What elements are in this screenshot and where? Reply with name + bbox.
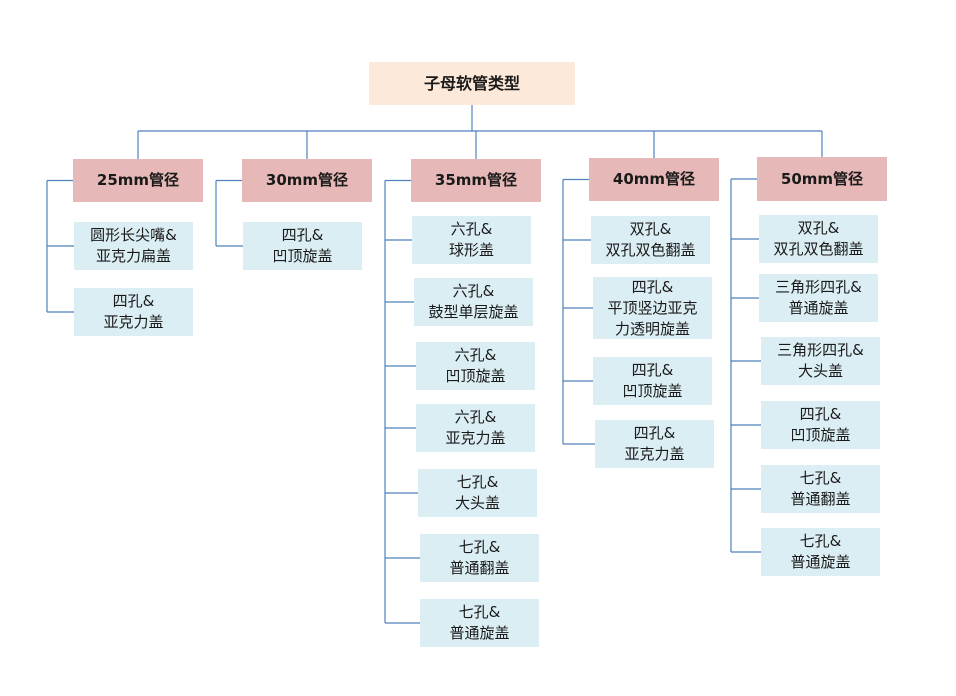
category-label: 40mm管径	[612, 170, 696, 188]
leaf-label-line: 凹顶旋盖	[445, 367, 506, 385]
category-label: 50mm管径	[780, 169, 864, 188]
leaf-label-line: 六孔&	[452, 282, 495, 300]
leaf-label-line: 力透明旋盖	[614, 319, 690, 338]
leaf-label-line: 普通旋盖	[790, 553, 851, 571]
leaf-label-line: 七孔&	[799, 469, 842, 487]
leaf-label-line: 普通旋盖	[449, 624, 510, 642]
leaf-node: 四孔&亚克力盖	[74, 288, 193, 336]
leaf-label-line: 凹顶旋盖	[272, 247, 333, 265]
leaf-node: 四孔&平顶竖边亚克力透明旋盖	[593, 277, 712, 339]
category-node: 50mm管径	[757, 157, 887, 201]
leaf-node: 七孔&大头盖	[418, 469, 537, 517]
leaf-node: 六孔&球形盖	[412, 216, 531, 264]
leaf-node: 四孔&亚克力盖	[595, 420, 714, 468]
leaf-node: 七孔&普通翻盖	[420, 534, 539, 582]
leaf-label-line: 七孔&	[456, 473, 499, 491]
category-label: 25mm管径	[96, 171, 180, 189]
leaf-label-line: 六孔&	[454, 346, 497, 364]
leaf-label-line: 三角形四孔&	[775, 278, 862, 296]
leaf-node: 双孔&双孔双色翻盖	[759, 215, 878, 263]
leaf-label-line: 四孔&	[281, 226, 324, 244]
leaf-label-line: 四孔&	[631, 277, 674, 296]
leaf-label-line: 大头盖	[454, 494, 500, 512]
category-label: 30mm管径	[265, 171, 349, 189]
category-node: 35mm管径	[411, 159, 541, 202]
leaf-node: 七孔&普通旋盖	[761, 528, 880, 576]
leaf-label-line: 凹顶旋盖	[622, 382, 683, 400]
leaf-label-line: 四孔&	[799, 405, 842, 423]
leaf-label-line: 凹顶旋盖	[790, 426, 851, 444]
leaf-label-line: 三角形四孔&	[777, 341, 864, 359]
category-node: 30mm管径	[242, 159, 372, 202]
leaf-node: 双孔&双孔双色翻盖	[591, 216, 710, 264]
leaf-label-line: 四孔&	[631, 361, 674, 379]
leaf-node: 七孔&普通翻盖	[761, 465, 880, 513]
leaf-label-line: 六孔&	[450, 220, 493, 238]
leaf-node: 六孔&凹顶旋盖	[416, 342, 535, 390]
leaf-node: 圆形长尖嘴&亚克力扁盖	[74, 222, 193, 270]
leaf-label-line: 平顶竖边亚克	[607, 298, 698, 317]
leaf-node: 七孔&普通旋盖	[420, 599, 539, 647]
leaf-node: 三角形四孔&普通旋盖	[759, 274, 878, 322]
leaf-label-line: 双孔&	[629, 220, 672, 238]
leaf-node: 六孔&亚克力盖	[416, 404, 535, 452]
category-node: 25mm管径	[73, 159, 203, 202]
leaf-label-line: 亚克力盖	[103, 313, 164, 331]
leaf-label-line: 圆形长尖嘴&	[90, 226, 177, 244]
leaf-label-line: 七孔&	[799, 532, 842, 550]
leaf-label-line: 大头盖	[797, 362, 843, 380]
root-node: 子母软管类型	[369, 62, 575, 105]
leaf-label-line: 亚克力盖	[445, 429, 506, 447]
category-node: 40mm管径	[589, 158, 719, 201]
leaf-label-line: 普通翻盖	[449, 559, 510, 577]
leaf-label-line: 亚克力扁盖	[95, 247, 171, 265]
leaf-label-line: 球形盖	[448, 241, 494, 259]
leaf-node: 四孔&凹顶旋盖	[593, 357, 712, 405]
leaf-label-line: 七孔&	[458, 603, 501, 621]
leaf-label-line: 普通翻盖	[790, 490, 851, 508]
leaf-node: 六孔&鼓型单层旋盖	[414, 278, 533, 326]
category-label: 35mm管径	[434, 171, 518, 189]
leaf-label-line: 鼓型单层旋盖	[428, 303, 519, 321]
leaf-label-line: 普通旋盖	[788, 299, 849, 317]
leaf-node: 四孔&凹顶旋盖	[761, 401, 880, 449]
leaf-node: 三角形四孔&大头盖	[761, 337, 880, 385]
leaf-label-line: 亚克力盖	[624, 445, 685, 463]
leaf-label-line: 四孔&	[633, 424, 676, 442]
leaf-node: 四孔&凹顶旋盖	[243, 222, 362, 270]
root-node-label: 子母软管类型	[423, 74, 520, 93]
leaf-label-line: 七孔&	[458, 538, 501, 556]
leaf-label-line: 四孔&	[112, 292, 155, 310]
leaf-label-line: 双孔&	[797, 219, 840, 237]
leaf-label-line: 双孔双色翻盖	[605, 241, 696, 259]
leaf-label-line: 双孔双色翻盖	[773, 240, 864, 258]
leaf-label-line: 六孔&	[454, 408, 497, 426]
